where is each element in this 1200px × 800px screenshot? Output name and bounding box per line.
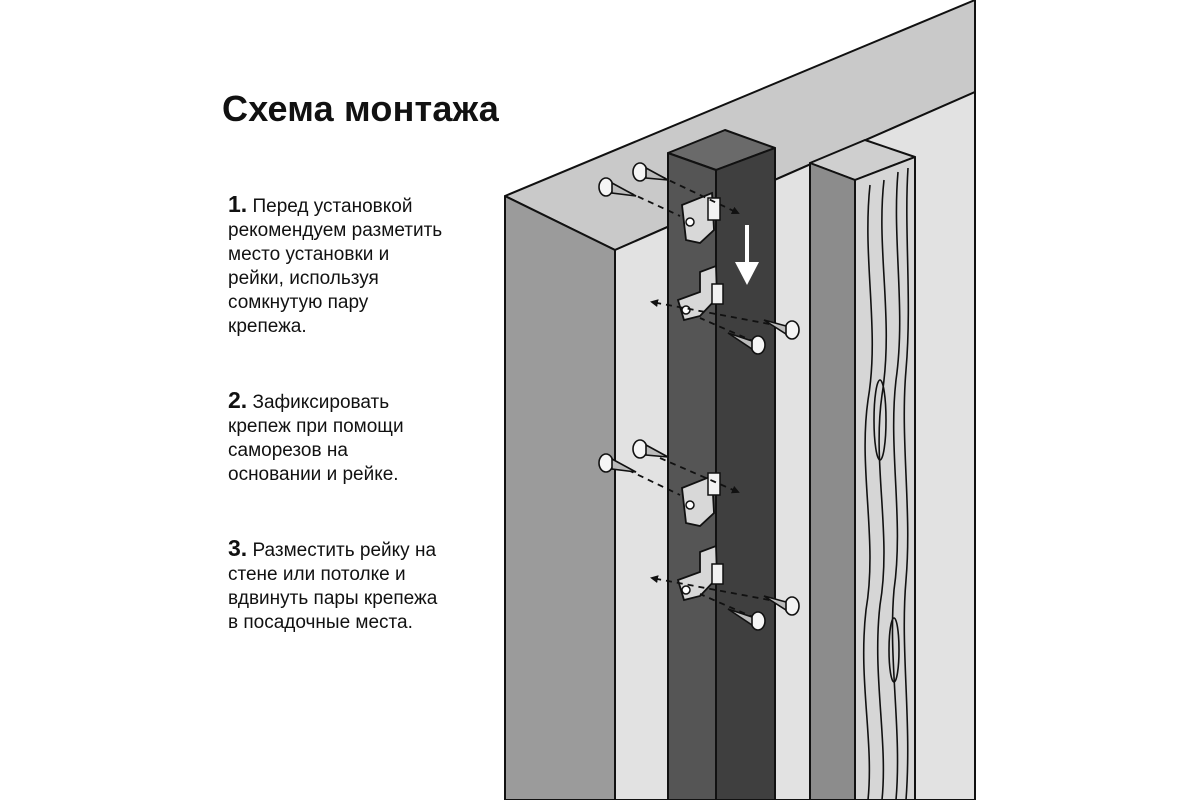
step-text: Разместить рейку на стене или потолке и … <box>228 540 438 633</box>
clip-top-2 <box>681 474 715 527</box>
step-text: Перед установкой рекомендуем разметить м… <box>228 196 443 337</box>
screws-left <box>598 162 669 473</box>
guide-lines <box>627 175 781 619</box>
rail-side-face <box>715 147 776 800</box>
wall-side-face <box>504 195 616 800</box>
rail-front-face <box>667 152 717 800</box>
step-2: 2. Зафиксировать крепеж при помощи самор… <box>228 388 473 487</box>
screw-icon <box>763 595 800 616</box>
wooden-plank <box>809 139 916 800</box>
plank-side <box>809 162 856 800</box>
fastener-group-1 <box>676 191 724 322</box>
screw-icon <box>598 453 637 473</box>
step-number: 3. <box>228 535 248 561</box>
rail <box>667 129 776 800</box>
step-number: 1. <box>228 191 248 217</box>
down-arrow-icon <box>735 225 759 285</box>
screw-icon <box>763 319 800 340</box>
step-number: 2. <box>228 387 248 413</box>
screw-icon <box>727 608 766 631</box>
page-title: Схема монтажа <box>222 88 499 129</box>
screw-icon <box>632 162 669 182</box>
screw-icon <box>727 332 766 355</box>
wood-grain <box>862 167 910 800</box>
clip-top-1 <box>681 191 715 244</box>
screw-icon <box>632 439 669 459</box>
fastener-group-2 <box>676 472 724 602</box>
step-1: 1. Перед установкой рекомендуем разметит… <box>228 192 473 339</box>
step-3: 3. Разместить рейку на стене или потолке… <box>228 536 473 635</box>
step-text: Зафиксировать крепеж при помощи саморезо… <box>228 392 404 485</box>
screws-right <box>727 319 800 631</box>
screw-icon <box>598 177 637 197</box>
